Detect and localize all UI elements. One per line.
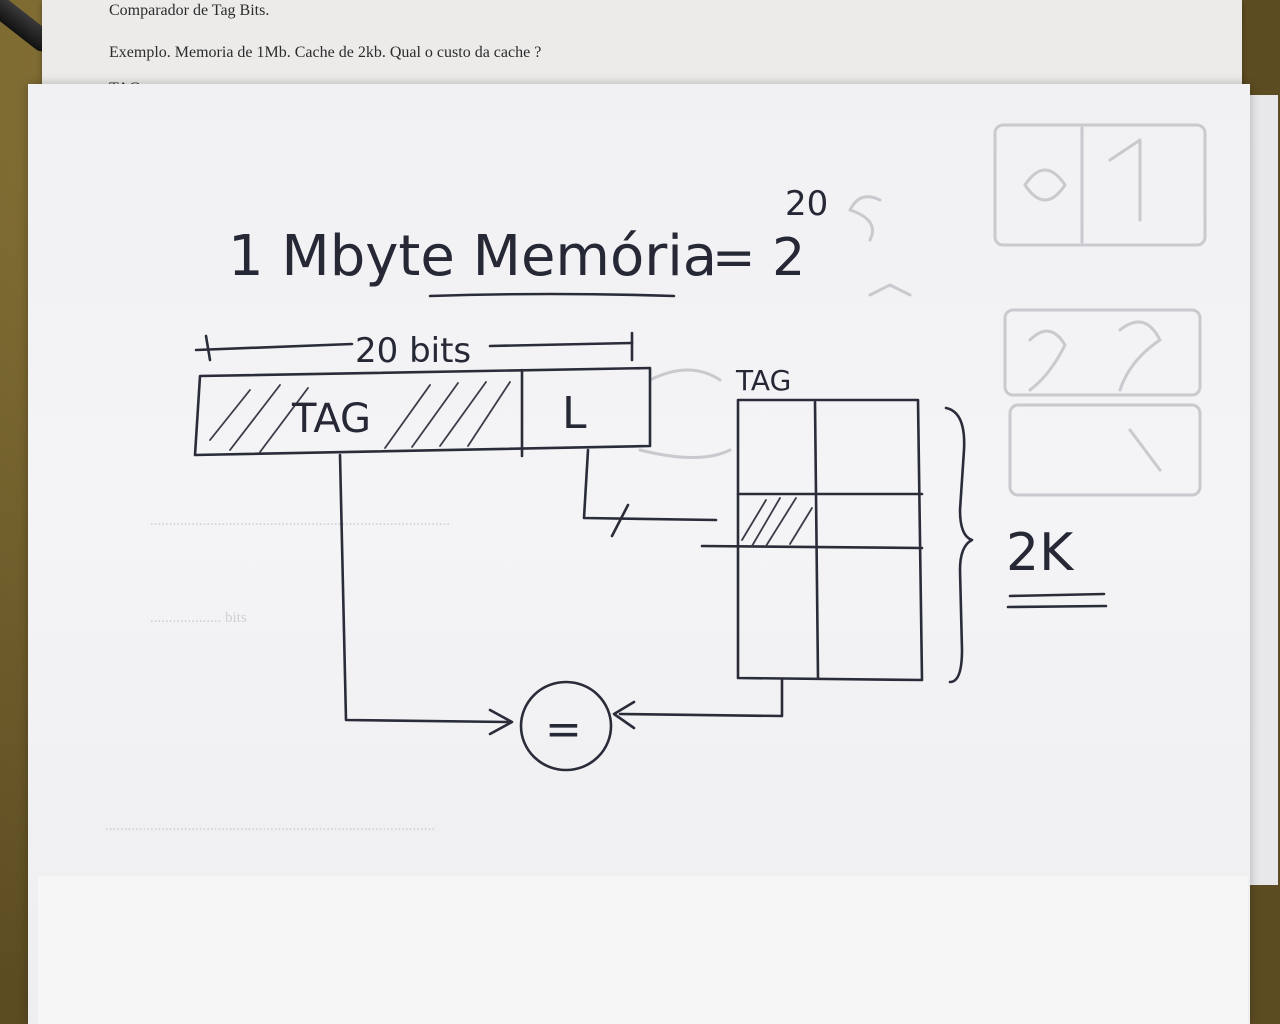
selected-row-hatching <box>742 498 812 546</box>
cache-row-line-2 <box>702 546 922 548</box>
bits-label: 20 bits <box>355 331 471 371</box>
cache-size-underline-2 <box>1008 606 1106 607</box>
cache-table <box>738 400 922 680</box>
title-underline <box>430 294 674 296</box>
svg-text:..............................: ........................................… <box>150 513 450 529</box>
bleed-through-text: ........................................… <box>105 513 450 834</box>
equals-two-text: = 2 <box>712 228 805 288</box>
cache-size-brace <box>946 408 972 682</box>
exponent-text: 20 <box>785 184 828 224</box>
comparator-symbol: = <box>545 704 582 755</box>
dimension-line-left <box>196 344 352 350</box>
tag-to-comparator-path <box>340 455 508 722</box>
bus-slash <box>612 505 628 536</box>
tag-field-label: TAG <box>291 396 371 442</box>
cache-column-divider <box>815 402 818 678</box>
cache-size-underline-1 <box>1010 594 1104 596</box>
dimension-line-right <box>490 343 632 346</box>
show-through-marks <box>640 125 1205 495</box>
svg-text:................... bits: ................... bits <box>150 610 247 626</box>
cache-size-label: 2K <box>1006 523 1075 583</box>
cache-to-comparator-path <box>620 680 782 716</box>
dimension-tick-left <box>206 336 210 360</box>
svg-text:..............................: ........................................… <box>105 818 435 834</box>
line-field-label: L <box>562 388 587 439</box>
line-index-path <box>584 450 716 520</box>
cache-tag-label: TAG <box>735 364 791 397</box>
title-text: 1 Mbyte Memória <box>228 224 717 289</box>
